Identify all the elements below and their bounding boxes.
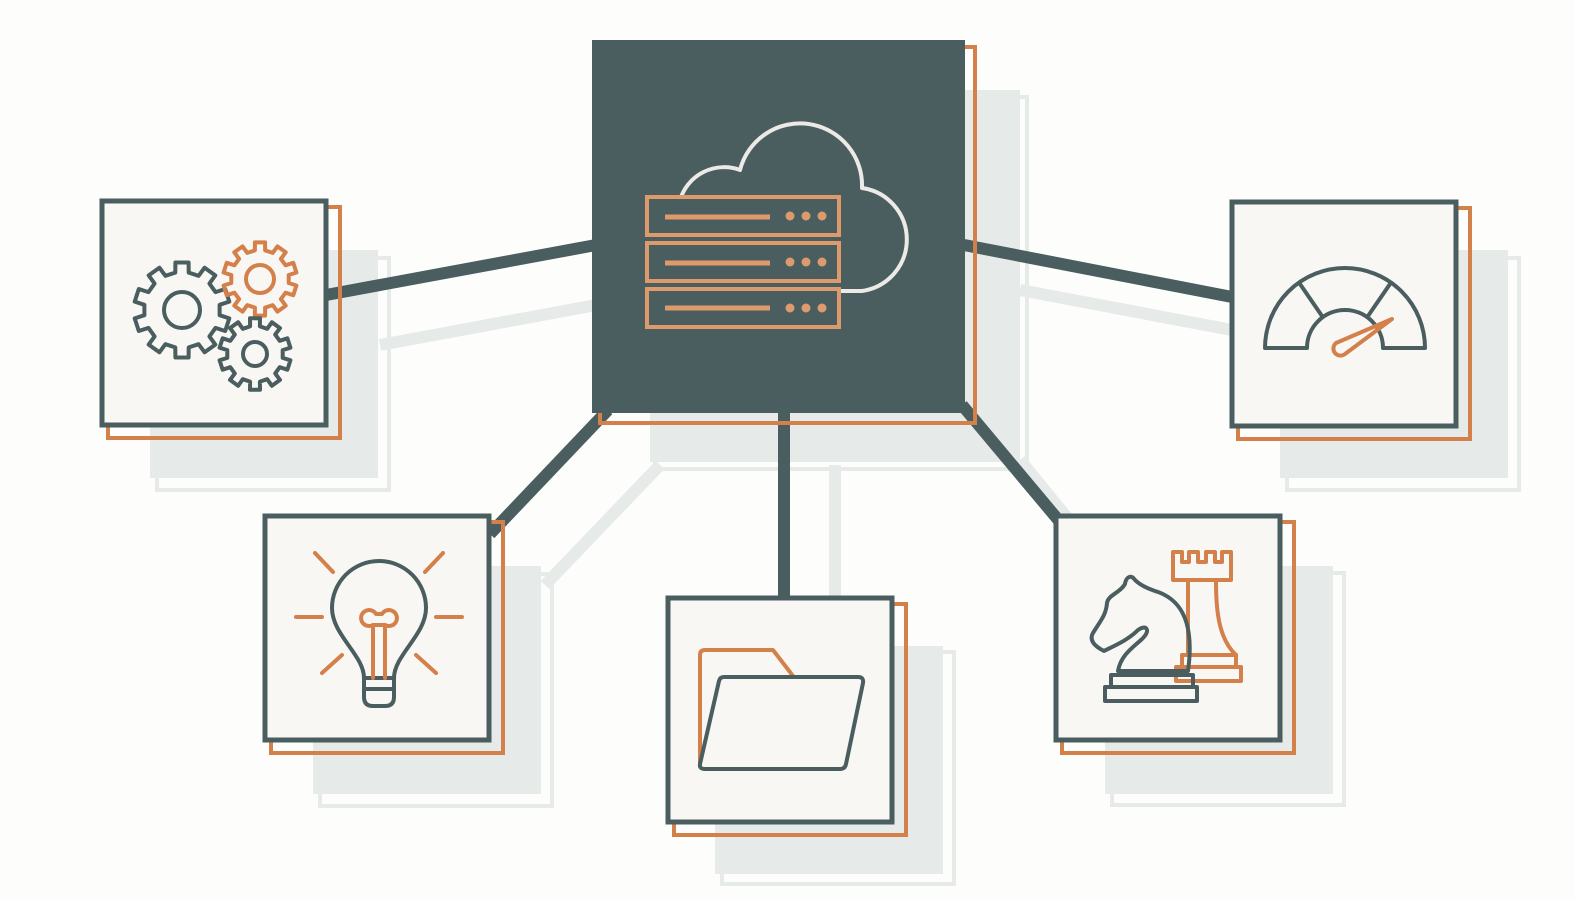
- connector-ideas: [485, 405, 613, 539]
- hub-node: [592, 40, 977, 425]
- connectors: [324, 239, 1234, 598]
- settings-node: [99, 198, 342, 440]
- cloud-server-icon: [645, 121, 909, 329]
- gear-outline: [221, 240, 299, 318]
- ideas-node-box: [262, 513, 492, 743]
- connector-strategy: [957, 401, 1065, 526]
- gear-hub: [162, 290, 202, 330]
- knight-icon: [1089, 574, 1199, 703]
- speedometer-icon: [1263, 266, 1427, 358]
- lightbulb-icon: [294, 551, 464, 708]
- strategy-node-box: [1053, 513, 1283, 743]
- connector-performance: [962, 239, 1234, 303]
- folder-icon: [697, 648, 866, 771]
- gears-icon: [132, 240, 299, 392]
- files-node: [665, 595, 908, 837]
- gear-outline: [217, 316, 293, 392]
- chess-pieces-icon: [1089, 550, 1243, 703]
- settings-node-box: [99, 198, 329, 428]
- gear-hub: [244, 263, 276, 295]
- gear-outline: [132, 260, 232, 360]
- gear-hub: [241, 340, 269, 368]
- files-node-box: [665, 595, 895, 825]
- ideas-node: [262, 513, 505, 755]
- strategy-node: [1053, 513, 1296, 755]
- connector-settings: [324, 239, 598, 301]
- performance-node: [1229, 199, 1472, 441]
- performance-node-box: [1229, 199, 1459, 429]
